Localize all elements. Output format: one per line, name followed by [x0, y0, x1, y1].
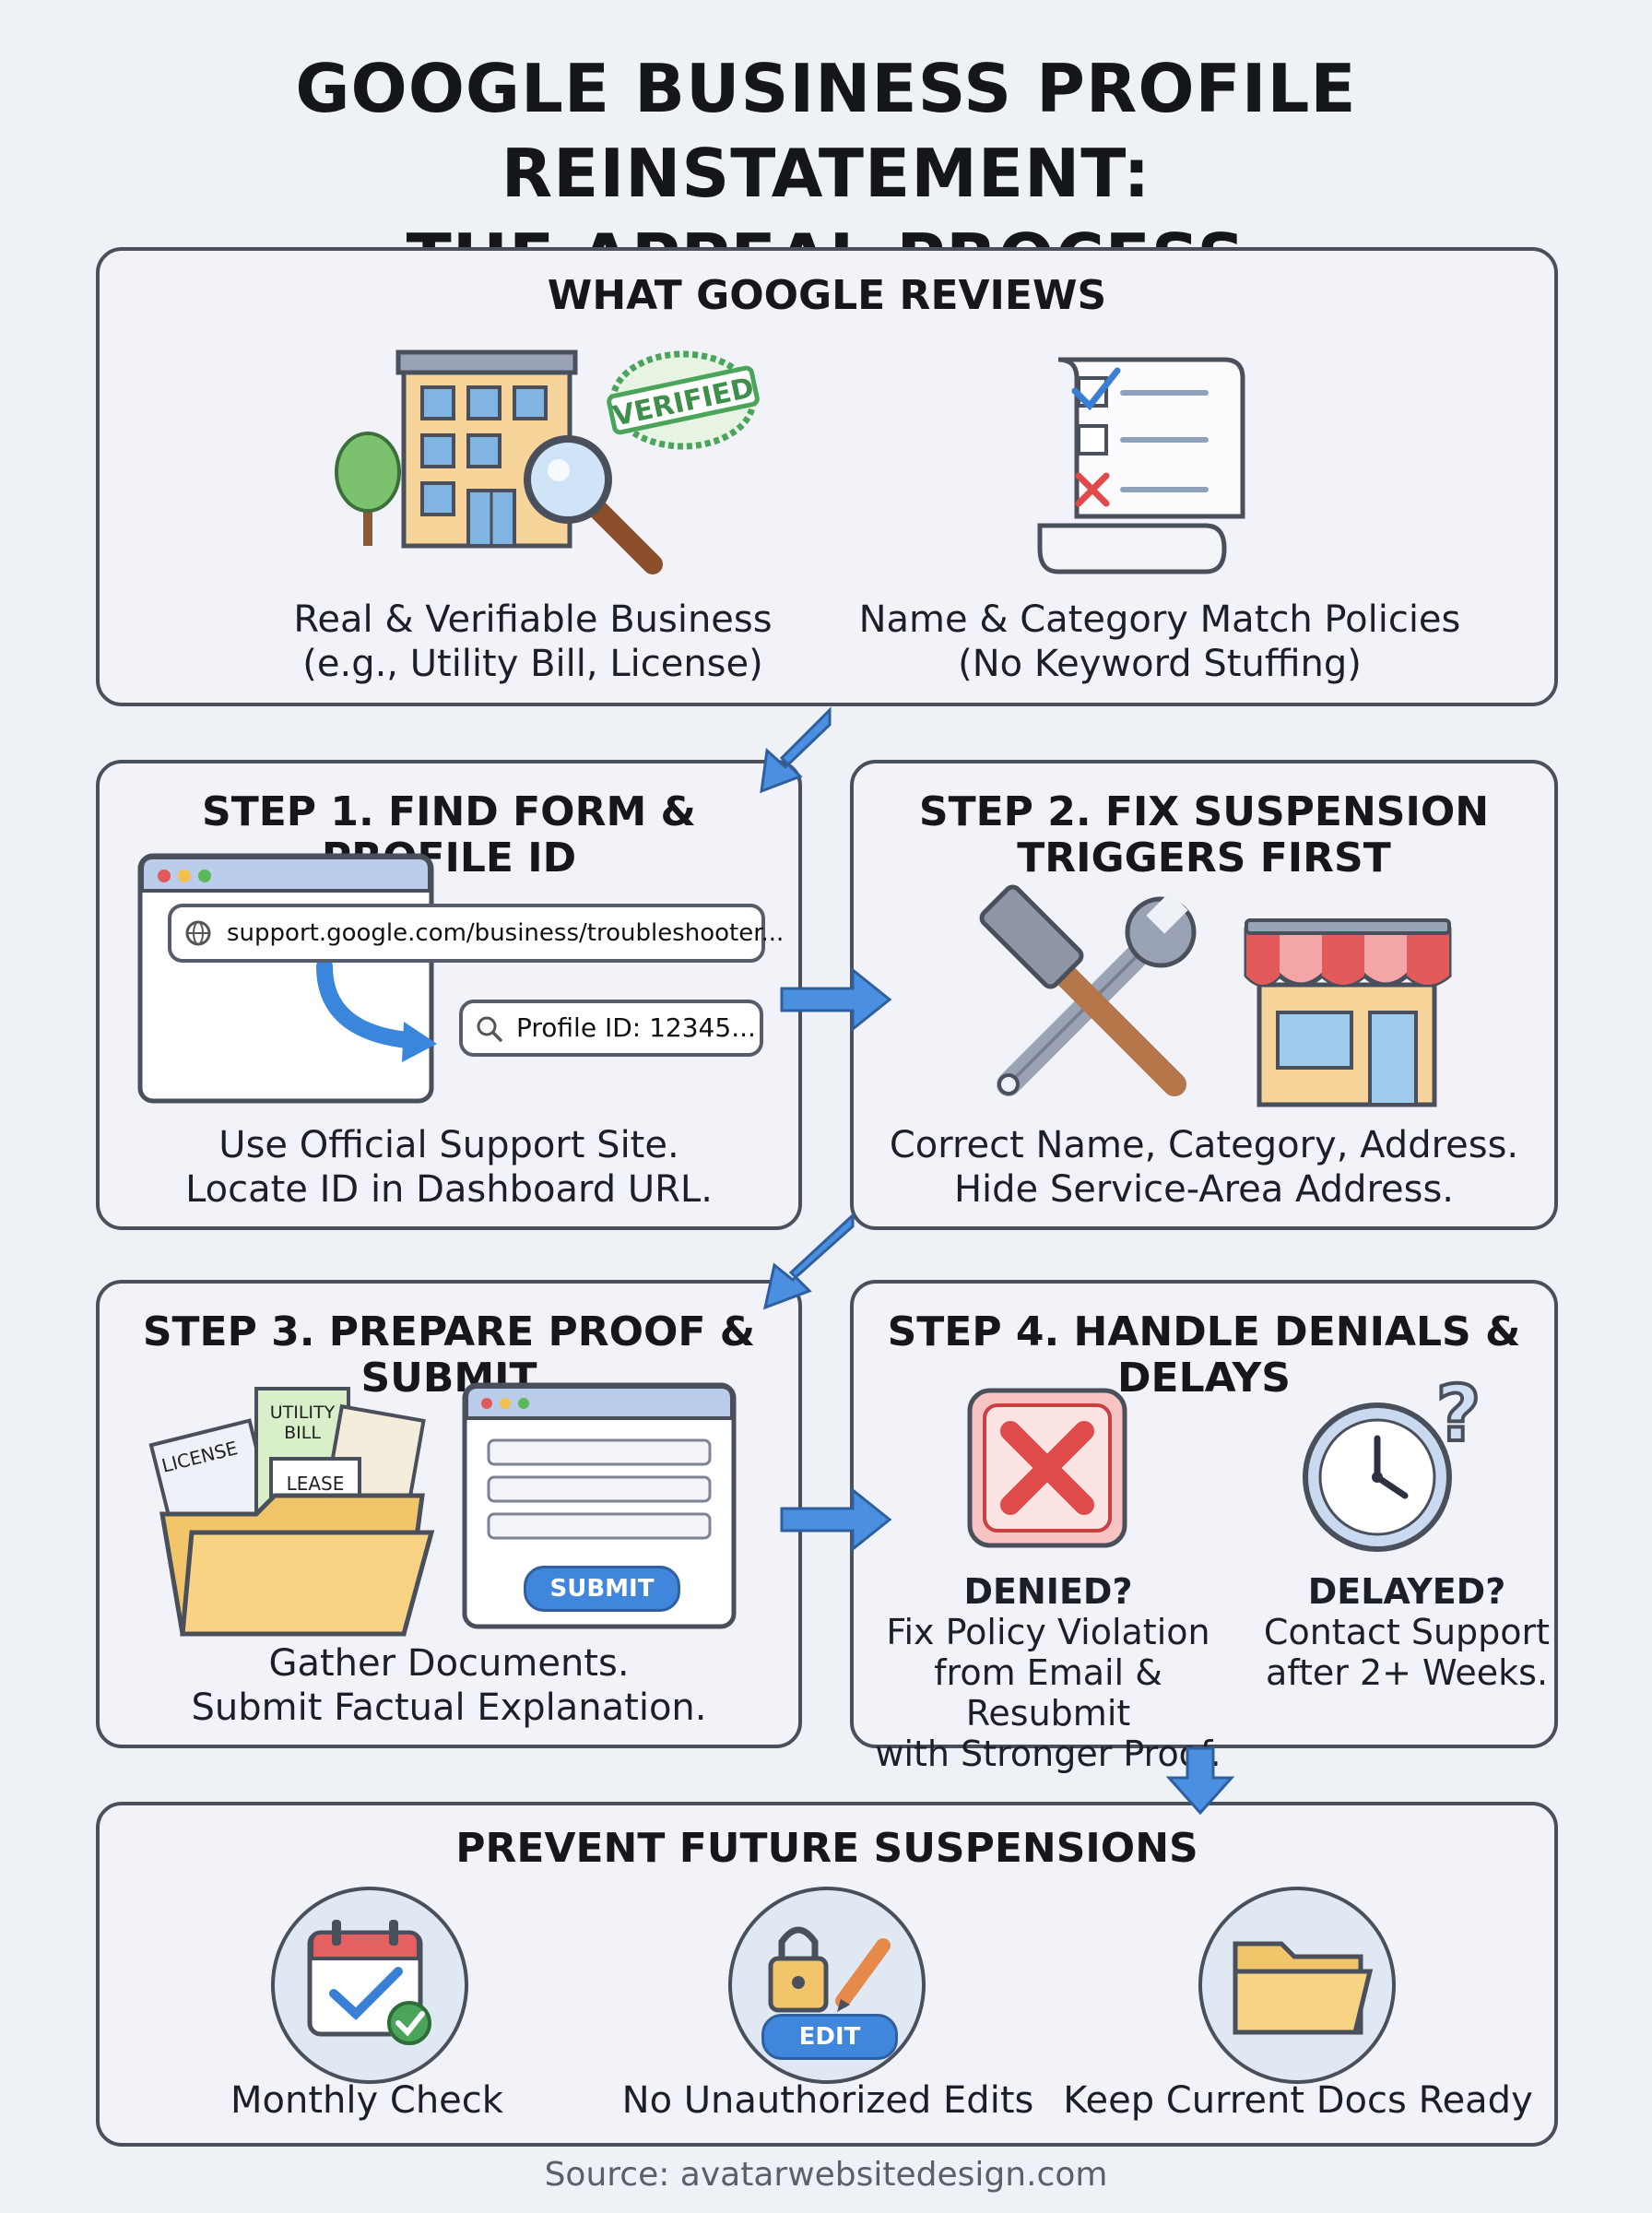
step1-panel: STEP 1. FIND FORM & PROFILE ID support.g… [96, 760, 802, 1230]
browser-icon [137, 853, 437, 1104]
delayed-line-2: after 2+ Weeks. [1265, 1652, 1549, 1693]
magnifier-icon [524, 435, 663, 574]
globe-icon [185, 920, 211, 946]
reviews-panel: WHAT GOOGLE REVIEWS VERIFIED [96, 247, 1558, 706]
no-unauthorized-edits-badge: EDIT [728, 1887, 926, 2084]
profile-id-text: Profile ID: 12345... [516, 1012, 756, 1043]
step4-panel: STEP 4. HANDLE DENIALS & DELAYS ? DENIED… [850, 1280, 1558, 1774]
checklist-icon [1037, 357, 1245, 574]
svg-text:?: ? [1436, 1368, 1481, 1459]
profile-id-field[interactable]: Profile ID: 12345... [459, 1000, 763, 1057]
denied-line-1: Fix Policy Violation [886, 1612, 1210, 1652]
reviews-left-line-2: (e.g., Utility Bill, License) [302, 643, 763, 685]
step1-line-1: Use Official Support Site. [218, 1124, 679, 1166]
step2-line-1: Correct Name, Category, Address. [889, 1124, 1519, 1166]
folder-icon [1233, 1941, 1374, 2035]
prevent-item-3: Keep Current Docs Ready [1063, 2079, 1533, 2122]
prevent-heading: PREVENT FUTURE SUSPENSIONS [455, 1825, 1198, 1872]
step2-caption: Correct Name, Category, Address. Hide Se… [854, 1123, 1554, 1212]
monthly-check-badge [271, 1887, 468, 2084]
step3-caption: Gather Documents. Submit Factual Explana… [100, 1641, 798, 1730]
calendar-check-icon [307, 1920, 431, 2045]
prevent-item-1: Monthly Check [230, 2079, 503, 2122]
step1-line-2: Locate ID in Dashboard URL. [185, 1168, 713, 1211]
clock-question-icon: ? [1303, 1367, 1482, 1552]
denied-title: DENIED? [963, 1571, 1133, 1612]
step2-panel: STEP 2. FIX SUSPENSION TRIGGERS FIRST Co… [850, 760, 1558, 1230]
reviews-heading: WHAT GOOGLE REVIEWS [547, 272, 1107, 319]
verified-stamp-icon: VERIFIED [607, 350, 760, 450]
delayed-caption: DELAYED? Contact Support after 2+ Weeks. [1259, 1571, 1554, 1693]
title-line-1: GOOGLE BUSINESS PROFILE REINSTATEMENT: [295, 50, 1357, 212]
submit-button[interactable]: SUBMIT [524, 1566, 680, 1612]
step1-caption: Use Official Support Site. Locate ID in … [100, 1123, 798, 1212]
denied-caption: DENIED? Fix Policy Violation from Email … [859, 1571, 1237, 1774]
search-icon [477, 1016, 502, 1042]
denied-line-2: from Email & Resubmit [934, 1652, 1162, 1734]
doc-utility-text-2: BILL [284, 1423, 321, 1443]
docs-ready-badge [1198, 1887, 1396, 2084]
step3-line-1: Gather Documents. [268, 1642, 630, 1685]
denied-line-3: with Stronger Proof. [875, 1734, 1221, 1774]
lock-pencil-icon [768, 1926, 891, 2013]
hammer-wrench-icon [979, 884, 1197, 1096]
reviews-left-caption: Real & Verifiable Business (e.g., Utilit… [247, 598, 819, 686]
folder-documents-icon: LICENSE UTILITY BILL LEASE [148, 1387, 435, 1637]
storefront-icon [1244, 918, 1452, 1107]
doc-utility-text-1: UTILITY [270, 1402, 336, 1423]
step4-heading: STEP 4. HANDLE DENIALS & DELAYS [887, 1308, 1521, 1402]
step2-heading: STEP 2. FIX SUSPENSION TRIGGERS FIRST [854, 789, 1554, 882]
prevent-item-2: No Unauthorized Edits [621, 2079, 1034, 2122]
step3-line-2: Submit Factual Explanation. [191, 1686, 707, 1729]
denied-x-icon [967, 1388, 1127, 1548]
step2-line-2: Hide Service-Area Address. [953, 1168, 1455, 1211]
edit-badge: EDIT [761, 2014, 898, 2060]
url-bar[interactable]: support.google.com/business/troubleshoot… [168, 904, 784, 963]
prevent-panel: PREVENT FUTURE SUSPENSIONS EDIT Monthly … [96, 1802, 1558, 2147]
reviews-left-line-1: Real & Verifiable Business [293, 598, 773, 641]
reviews-right-line-1: Name & Category Match Policies [858, 598, 1461, 641]
step3-panel: STEP 3. PREPARE PROOF & SUBMIT LICENSE U… [96, 1280, 802, 1748]
doc-lease-text: LEASE [287, 1473, 345, 1495]
step2-heading-line-1: STEP 2. FIX SUSPENSION [918, 788, 1490, 835]
step2-heading-line-2: TRIGGERS FIRST [1017, 834, 1391, 882]
reviews-right-caption: Name & Category Match Policies (No Keywo… [856, 598, 1464, 686]
url-text: support.google.com/business/troubleshoot… [227, 919, 785, 947]
delayed-line-1: Contact Support [1263, 1612, 1551, 1652]
reviews-right-line-2: (No Keyword Stuffing) [958, 643, 1362, 685]
delayed-title: DELAYED? [1307, 1571, 1506, 1612]
step3-heading: STEP 3. PREPARE PROOF & SUBMIT [142, 1308, 756, 1402]
source-credit: Source: avatarwebsitedesign.com [544, 2156, 1108, 2194]
